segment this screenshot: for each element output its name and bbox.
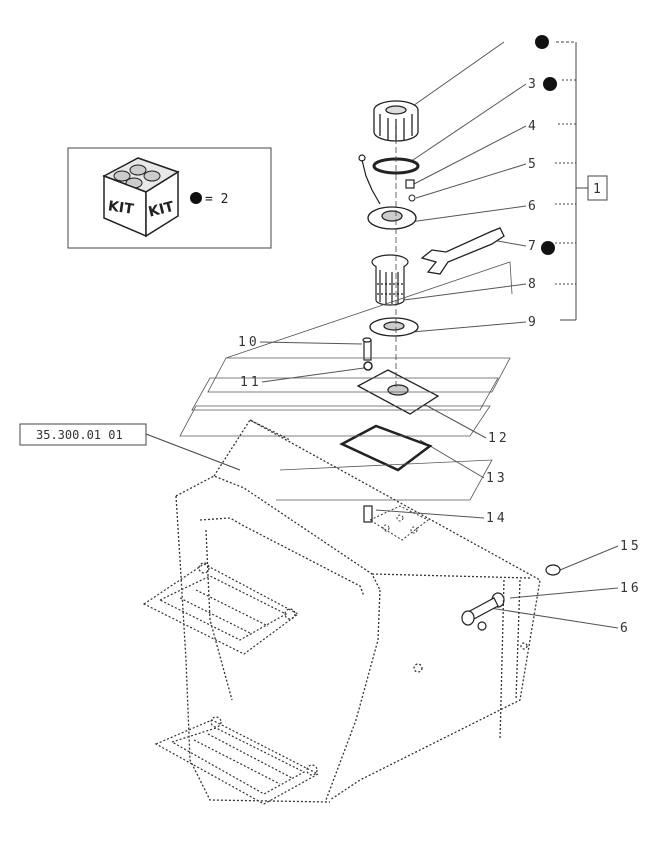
kit-marker-7 xyxy=(541,241,555,255)
washer-5 xyxy=(408,194,416,202)
screw-4 xyxy=(405,179,415,189)
kit-legend: KIT KIT = 2 xyxy=(67,147,272,249)
cap-chain xyxy=(358,154,381,205)
kit-marker-top xyxy=(535,35,549,49)
screw-14 xyxy=(363,505,373,523)
neck-flange xyxy=(367,206,417,230)
strainer-filter xyxy=(371,254,409,306)
tank-step-upper xyxy=(142,562,300,655)
wrench-tool xyxy=(420,227,505,275)
callout-14: 14 xyxy=(486,511,508,526)
reference-code: 35.300.01 01 xyxy=(36,428,123,442)
callout-6-top: 6 xyxy=(528,199,536,214)
kit-marker-3 xyxy=(543,77,557,91)
gasket-9 xyxy=(369,317,419,337)
callout-5: 5 xyxy=(528,157,536,172)
bolt-10 xyxy=(362,337,372,361)
fuel-tank-body xyxy=(175,419,541,803)
callout-7: 7 xyxy=(528,239,536,254)
leader-lines xyxy=(259,41,619,629)
drain-plug-assembly xyxy=(461,564,561,631)
callout-8: 8 xyxy=(528,277,536,292)
callout-4: 4 xyxy=(528,119,536,134)
callout-11: 11 xyxy=(240,375,262,390)
reference-box: 35.300.01 01 xyxy=(19,423,241,471)
group-number: 1 xyxy=(593,182,601,197)
callout-16: 16 xyxy=(620,581,642,596)
tank-filler-opening xyxy=(368,505,429,541)
callout-12: 12 xyxy=(488,431,510,446)
kit-marker-legend xyxy=(190,192,202,204)
kit-label-right: KIT xyxy=(147,199,176,221)
callout-13: 13 xyxy=(486,471,508,486)
washer-11 xyxy=(363,361,373,371)
callout-9: 9 xyxy=(528,315,536,330)
tank-step-lower xyxy=(154,716,320,805)
kit-box-icon xyxy=(102,157,180,238)
kit-label-left: KIT xyxy=(107,198,135,217)
callout-3: 3 xyxy=(528,77,536,92)
callout-6-bottom: 6 xyxy=(620,621,628,636)
kit-equals-text: = 2 xyxy=(205,192,228,207)
group-bracket: 1 xyxy=(555,41,608,321)
gasket-13 xyxy=(339,424,433,472)
callout-15: 15 xyxy=(620,539,642,554)
background-plates xyxy=(179,261,513,501)
callout-10: 10 xyxy=(238,335,260,350)
